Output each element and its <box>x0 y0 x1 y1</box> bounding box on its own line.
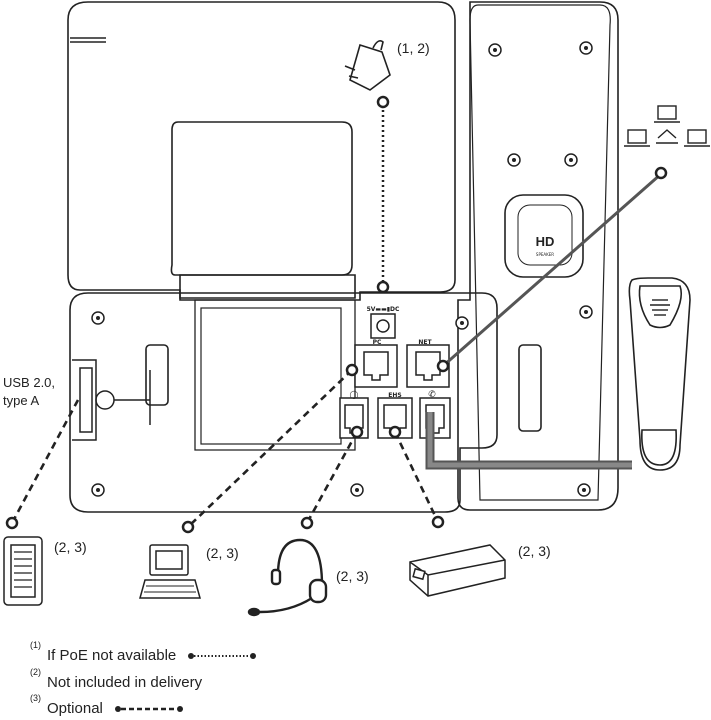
phone-lower-body <box>69 292 498 513</box>
usb-connector-icon <box>72 359 151 441</box>
headset-cable-line <box>305 431 359 524</box>
phone-upper-body <box>67 1 456 301</box>
phone-stand <box>170 121 353 276</box>
pc-cable-line <box>187 369 353 528</box>
dc-port-label: 5V▬▬▮DC <box>367 306 400 313</box>
legend-item-optional: (3) Optional <box>30 693 185 717</box>
net-port-label: NET <box>418 339 432 346</box>
handset-icon <box>628 277 691 471</box>
pc-port-label: PC <box>373 339 382 346</box>
network-cable-line <box>442 172 662 368</box>
power-adapter-note: (1, 2) <box>397 40 430 56</box>
usb-cable-line <box>10 399 80 524</box>
handset-port-symbol: ✆ <box>428 390 436 400</box>
headset-port-symbol: ◯ <box>350 390 359 399</box>
legend-dotted-line <box>188 653 257 660</box>
ehs-port-label: EHS <box>388 392 401 399</box>
legend-mark: (3) <box>30 693 41 703</box>
legend-mark: (1) <box>30 640 41 650</box>
power-adapter-icon <box>344 40 391 91</box>
legend-text: Optional <box>47 700 103 717</box>
phone-handset-cradle <box>457 1 619 511</box>
legend-item-poe: (1) If PoE not available <box>30 640 258 664</box>
ehs-adapter-icon <box>409 544 506 597</box>
usb-port-label: USB 2.0, type A <box>3 374 55 410</box>
pc-icon <box>139 544 201 599</box>
usb-label-line2: type A <box>3 393 40 408</box>
headset-icon <box>247 538 328 617</box>
usb-label-line1: USB 2.0, <box>3 375 56 390</box>
legend-item-not-included: (2) Not included in delivery <box>30 667 203 691</box>
ehs-cable-line <box>393 431 440 523</box>
legend-mark: (2) <box>30 667 41 677</box>
expansion-module-note: (2, 3) <box>54 539 87 555</box>
speaker-label: HD <box>536 234 555 249</box>
legend-text: If PoE not available <box>47 647 177 664</box>
ehs-note: (2, 3) <box>518 543 551 559</box>
speaker-sublabel: SPEAKER <box>536 252 554 257</box>
headset-note: (2, 3) <box>336 568 369 584</box>
legend-text: Not included in delivery <box>47 674 203 691</box>
legend-dashed-line <box>115 706 184 713</box>
pc-note: (2, 3) <box>206 545 239 561</box>
expansion-module-icon <box>3 536 43 606</box>
network-icon <box>624 105 710 147</box>
